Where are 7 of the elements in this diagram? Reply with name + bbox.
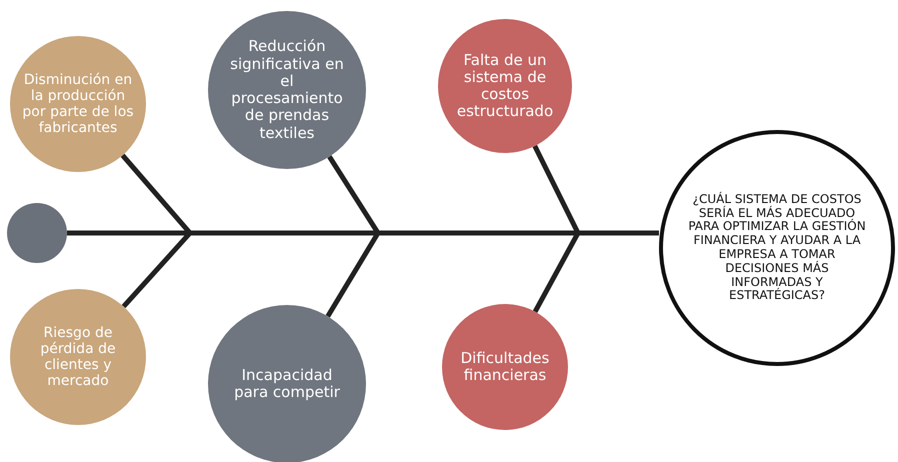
cause-text: Riesgo de pérdida de clientes y mercado bbox=[39, 324, 117, 390]
cause-text: Disminución en la producción por parte de los fabricantes bbox=[22, 72, 134, 136]
cause-text: Falta de un sistema de costos estructurado bbox=[456, 52, 554, 120]
cause-text: Dificultades financieras bbox=[460, 350, 550, 384]
cause-text: Incapacidad para competir bbox=[233, 366, 341, 402]
question-text: ¿CUÁL SISTEMA DE COSTOS SERÍA EL MÁS ADECUADO PARA OPTIMIZAR LA GESTIÓN FINANCIERA Y AYUDAR A LA EMPRESA A TOMAR DECISIONES MÁS INFORMADAS Y ESTRATÉGICAS? bbox=[688, 192, 866, 304]
cause-text: Reducción significativa en el procesamiento de prendas textiles bbox=[229, 38, 345, 142]
